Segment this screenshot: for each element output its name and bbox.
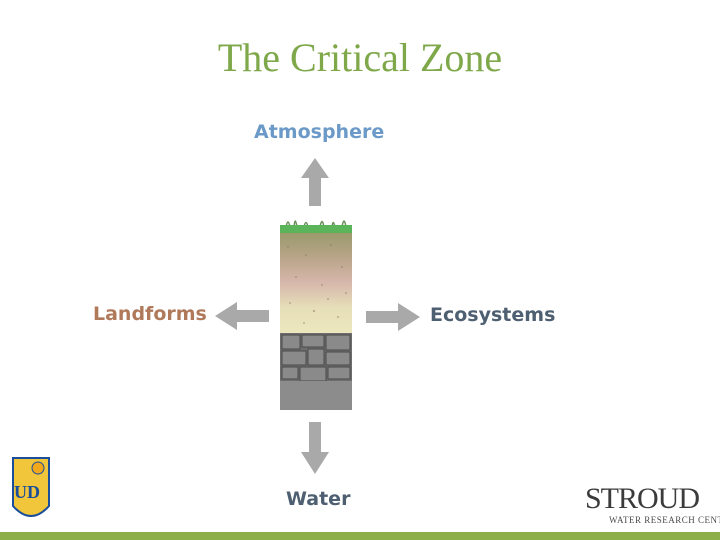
slide-title: The Critical Zone [217, 35, 503, 80]
arrow-left-icon [215, 302, 269, 330]
stroud-logo: STROUD WATER RESEARCH CENTER [585, 482, 720, 528]
arrow-up-icon [301, 158, 329, 206]
shield-icon [12, 457, 50, 517]
water-label: Water [286, 488, 351, 510]
arrow-down-icon [301, 422, 329, 474]
ecosystems-label: Ecosystems [430, 304, 556, 326]
soil-column-icon [280, 220, 352, 410]
stroud-wordmark: STROUD [585, 482, 700, 515]
atmosphere-label: Atmosphere [254, 121, 385, 143]
university-logo: UD [12, 456, 50, 528]
landforms-label: Landforms [93, 303, 207, 325]
arrow-right-icon [366, 303, 420, 331]
logo-letters: UD [14, 482, 40, 502]
bottom-bar [0, 532, 720, 540]
stroud-subtitle: WATER RESEARCH CENTER [609, 515, 720, 525]
